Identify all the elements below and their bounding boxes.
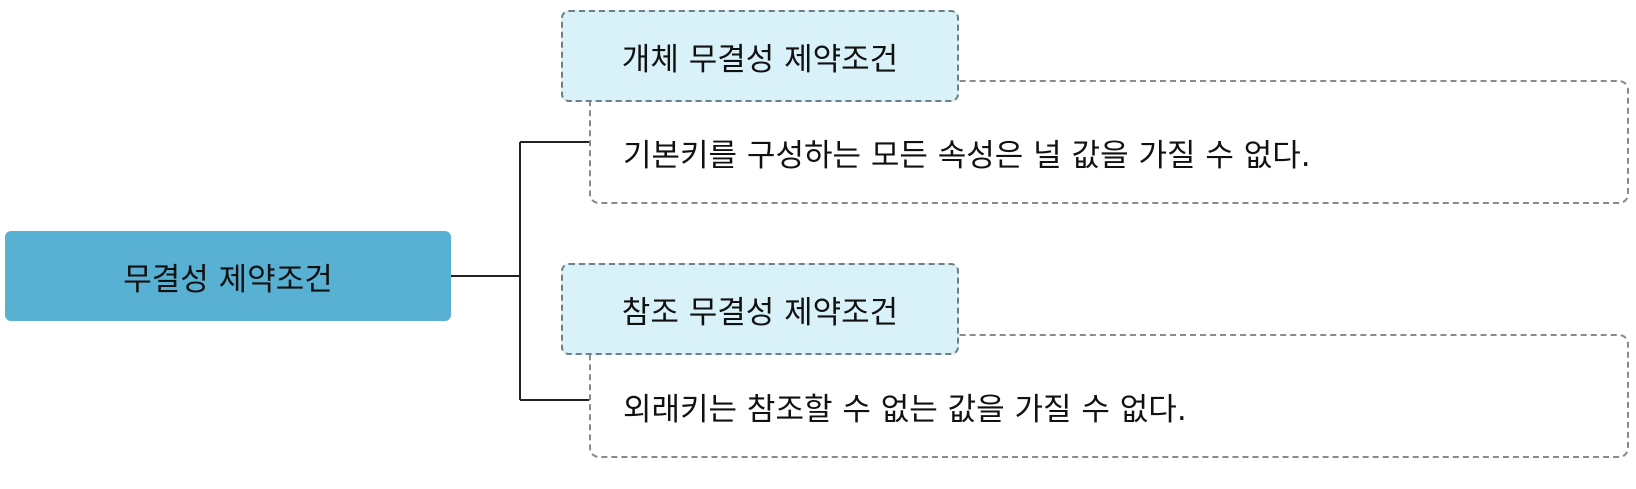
branch-2-title-tab: 참조 무결성 제약조건	[561, 263, 959, 355]
branch-1-title: 개체 무결성 제약조건	[621, 41, 899, 78]
root-node-label: 무결성 제약조건	[123, 261, 333, 298]
root-node: 무결성 제약조건	[5, 231, 451, 321]
branch-2-description-box: 외래키는 참조할 수 없는 값을 가질 수 없다.	[589, 334, 1629, 458]
branch-1-title-tab: 개체 무결성 제약조건	[561, 10, 959, 102]
branch-2-title: 참조 무결성 제약조건	[621, 294, 899, 331]
branch-2-description: 외래키는 참조할 수 없는 값을 가질 수 없다.	[623, 391, 1187, 428]
branch-1-description: 기본키를 구성하는 모든 속성은 널 값을 가질 수 없다.	[623, 137, 1311, 174]
